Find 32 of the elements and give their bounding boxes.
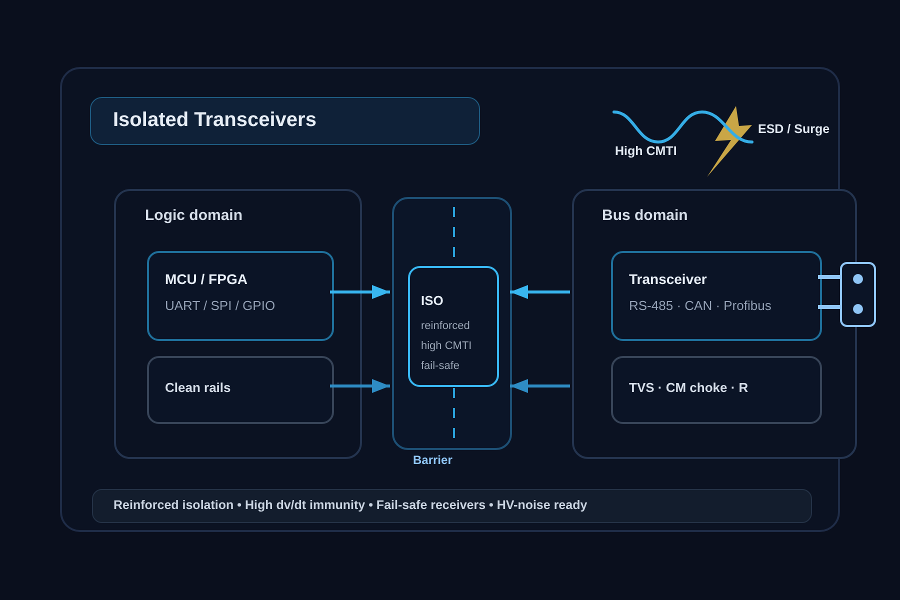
panel-heading: Bus domain	[602, 207, 688, 224]
arrow	[510, 285, 570, 299]
title-text: Isolated Transceivers	[113, 109, 316, 132]
feature-text: high CMTI	[421, 340, 472, 353]
isolator-card	[408, 266, 499, 387]
arrow	[330, 379, 390, 393]
connector-icon	[840, 262, 876, 327]
isolator-title: ISO	[421, 294, 444, 309]
block-title: TVS · CM choke · R	[629, 381, 748, 396]
block-subtitle: RS-485 · CAN · Profibus	[629, 299, 772, 314]
arrow	[330, 285, 390, 299]
info-band	[92, 489, 812, 523]
domain-panel	[114, 189, 362, 459]
domain-panel	[572, 189, 857, 459]
icon-caption: High CMTI	[615, 144, 677, 158]
module-card	[147, 251, 334, 341]
module-card	[611, 251, 822, 341]
feature-text: reinforced	[421, 320, 470, 333]
barrier-label: Barrier	[413, 454, 452, 468]
footer-text: Reinforced isolation • High dv/dt immunity • Fail-safe receivers • HV-noise ready	[114, 498, 588, 512]
module-card	[147, 356, 334, 424]
block-title: MCU / FPGA	[165, 271, 248, 288]
block-title: Transceiver	[629, 271, 707, 288]
block-title: Clean rails	[165, 381, 231, 396]
feature-text: fail-safe	[421, 360, 460, 373]
arrow	[510, 379, 570, 393]
module-card	[611, 356, 822, 424]
connector-line	[818, 305, 840, 309]
icon-caption: ESD / Surge	[758, 122, 830, 136]
connector-line	[818, 275, 840, 279]
panel-heading: Logic domain	[145, 207, 242, 224]
block-subtitle: UART / SPI / GPIO	[165, 299, 276, 314]
